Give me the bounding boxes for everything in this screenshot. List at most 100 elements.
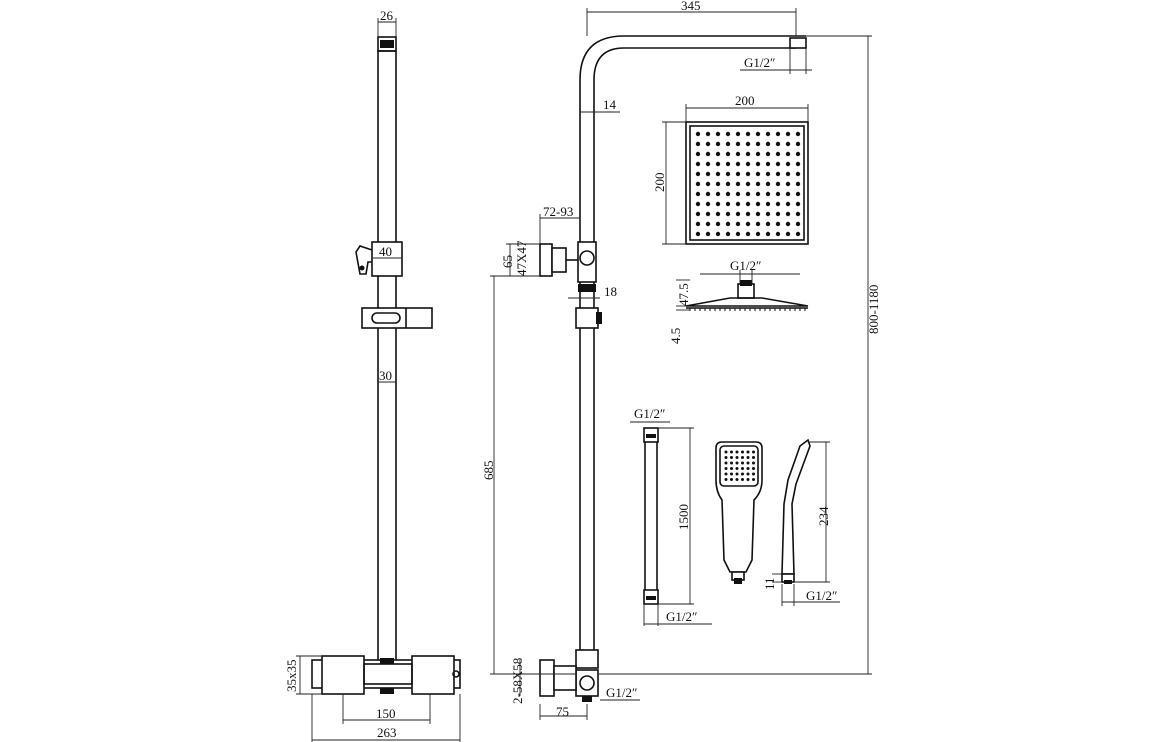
handset-nozzle-dot [741, 467, 744, 470]
nozzle-dot [715, 131, 721, 137]
handset-nozzle-dot [746, 472, 750, 476]
nozzle-dot [795, 211, 801, 217]
nozzle-dot [725, 151, 731, 157]
nozzle-dot [695, 171, 701, 177]
handset-nozzle-dot [741, 450, 744, 454]
nozzle-dot [765, 131, 771, 137]
nozzle-dot [695, 211, 701, 217]
shower-head-top-view: 200 200 [652, 93, 809, 245]
shower-head-side-view: G1/2″ 47.5 4.5 [668, 258, 809, 344]
nozzle-dot [735, 141, 741, 147]
nozzle-dot [745, 151, 751, 157]
dim-bracket-height: 65 [500, 255, 515, 268]
handset-front-view [715, 441, 763, 584]
nozzle-dot [785, 231, 791, 237]
nozzle-dot [785, 151, 791, 157]
nozzle-dot [755, 171, 761, 177]
handset-nozzle-dot [752, 461, 755, 465]
nozzle-dot [695, 151, 701, 157]
nozzle-dot [755, 141, 761, 147]
nozzle-dot [785, 131, 791, 137]
dim-head-width: 200 [735, 93, 755, 108]
shower-hose: G1/2″ 1500 G1/2″ [630, 406, 712, 626]
nozzle-dot [735, 201, 741, 207]
nozzle-dot [785, 221, 791, 227]
nozzle-dot [695, 181, 701, 187]
nozzle-dot [735, 171, 741, 177]
handset-nozzle-dot [752, 478, 755, 481]
nozzle-dot [725, 191, 731, 197]
nozzle-dot [705, 141, 711, 147]
nozzle-dot [705, 151, 711, 157]
nozzle-dot [765, 201, 771, 207]
dim-bracket-offset: 72-93 [543, 204, 573, 219]
nozzle-dot [725, 211, 731, 217]
nozzle-dot [745, 141, 751, 147]
handset-nozzle-dot [752, 467, 755, 470]
nozzle-dot [775, 211, 781, 217]
handset-nozzle-dot [730, 467, 733, 470]
handset-nozzle-dot [735, 450, 739, 454]
nozzle-dot [745, 181, 751, 187]
nozzle-dot [745, 171, 751, 177]
nozzle-dot [735, 231, 741, 237]
nozzle-dot [795, 201, 801, 207]
handset-nozzle-dot [746, 467, 750, 470]
nozzle-dot [765, 161, 771, 167]
nozzle-dot [735, 221, 741, 227]
nozzle-dot [755, 191, 761, 197]
nozzle-dot [775, 221, 781, 227]
holder-knob [355, 245, 373, 275]
nozzle-dot [775, 231, 781, 237]
nozzle-dot [765, 171, 771, 177]
handset-nozzle-dot [724, 472, 728, 476]
handset-nozzle-dot [730, 456, 733, 459]
nozzle-dot [715, 141, 721, 147]
nozzle-dot [725, 231, 731, 237]
nozzle-dot [785, 141, 791, 147]
nozzle-dot [705, 161, 711, 167]
nozzle-dot [705, 231, 711, 237]
nozzle-dot [735, 191, 741, 197]
nozzle-dot [735, 211, 741, 217]
wall-bracket [539, 241, 597, 292]
handset-nozzle-dot [724, 478, 728, 481]
nozzle-dot [795, 191, 801, 197]
handset-nozzle-dot [730, 478, 733, 481]
dim-arm-thread: G1/2″ [744, 55, 775, 70]
nozzle-dot [765, 211, 771, 217]
dim-riser-rail-width: 26 [380, 8, 394, 23]
nozzle-dot [785, 191, 791, 197]
inlet-elbow [539, 649, 599, 702]
handset-nozzle-dot [735, 472, 739, 476]
dim-slider-size: 18 [604, 284, 617, 299]
handset-nozzle-dot [741, 472, 744, 476]
holder-block [371, 241, 403, 277]
nozzle-dot [775, 141, 781, 147]
handset-nozzle-dot [735, 456, 739, 459]
nozzle-dot [735, 151, 741, 157]
nozzle-dot [705, 191, 711, 197]
nozzle-dot [725, 171, 731, 177]
nozzle-dot [775, 191, 781, 197]
nozzle-dot [705, 171, 711, 177]
nozzle-dot [715, 151, 721, 157]
nozzle-dot [745, 221, 751, 227]
handset-nozzle-dot [730, 450, 733, 454]
dim-head-thread: G1/2″ [730, 258, 761, 273]
handset-nozzle-dot [746, 478, 750, 481]
nozzle-dot [715, 221, 721, 227]
nozzle-dot [725, 141, 731, 147]
handset-nozzle-dot [752, 472, 755, 476]
nozzle-dot [795, 171, 801, 177]
handset-nozzle-dot [724, 450, 728, 454]
nozzle-dot [795, 181, 801, 187]
nozzle-dot [715, 191, 721, 197]
nozzle-dot [735, 181, 741, 187]
nozzle-dot [785, 201, 791, 207]
dim-inlet-thread: G1/2″ [606, 685, 637, 700]
nozzle-dot [695, 231, 701, 237]
nozzle-dot [745, 231, 751, 237]
dim-hose-top-thread: G1/2″ [634, 406, 665, 421]
dim-head-profile-height: 47.5 [676, 283, 691, 306]
